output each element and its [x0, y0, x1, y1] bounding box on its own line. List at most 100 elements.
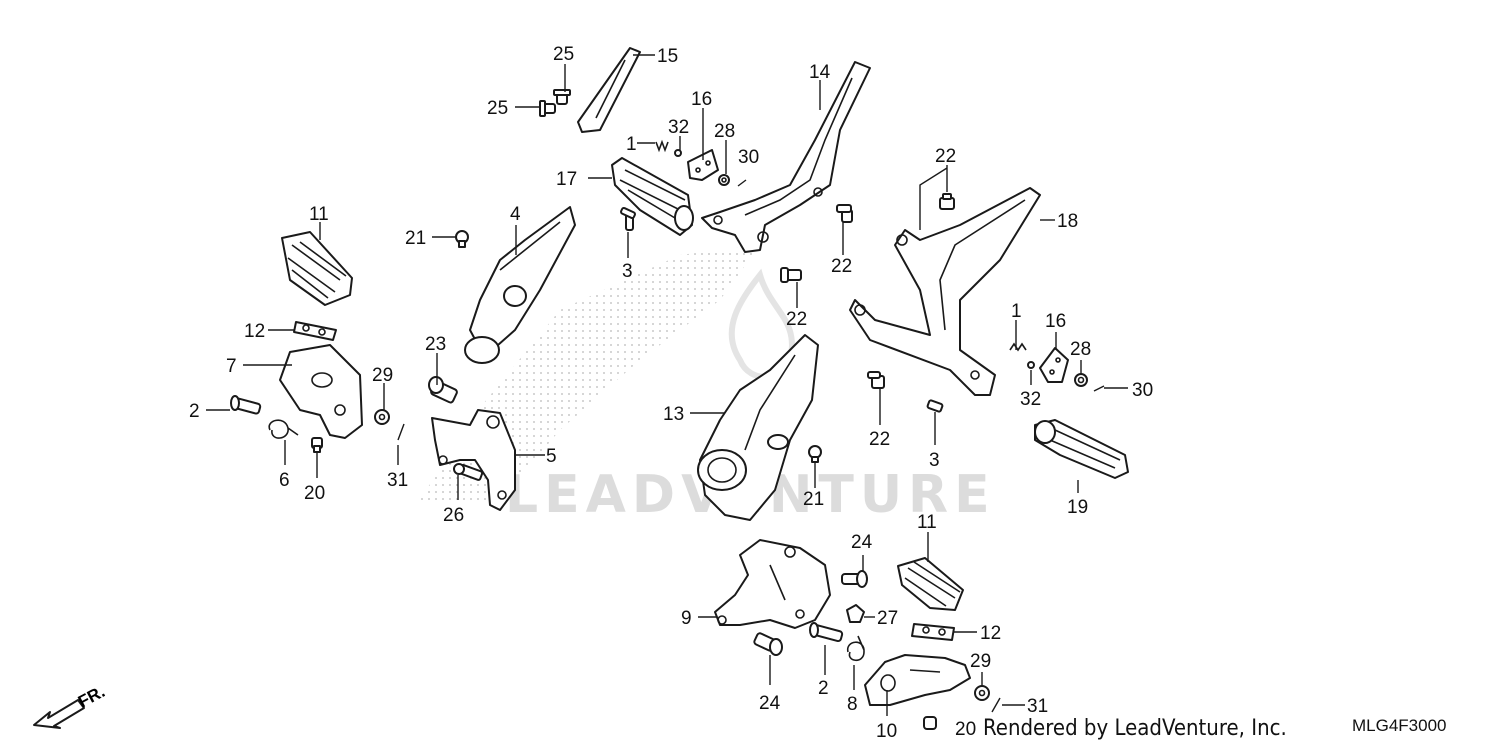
- callout-7[interactable]: 7: [226, 356, 237, 377]
- part-screw-21-upper[interactable]: [455, 230, 469, 248]
- callout-1-right[interactable]: 1: [1011, 301, 1022, 322]
- callout-16-upper[interactable]: 16: [691, 89, 712, 110]
- callout-24-upper[interactable]: 24: [851, 532, 873, 553]
- part-bracket-9[interactable]: [714, 539, 831, 629]
- part-ball-32-upper[interactable]: [674, 149, 682, 157]
- callout-1-upper[interactable]: 1: [626, 134, 637, 155]
- callout-28-upper[interactable]: 28: [714, 121, 735, 142]
- part-pin-31-left[interactable]: [397, 423, 405, 441]
- part-washer-28-right[interactable]: [1074, 373, 1088, 387]
- part-pin-30-upper[interactable]: [737, 179, 747, 187]
- callout-3-upper[interactable]: 3: [622, 261, 633, 282]
- callout-17[interactable]: 17: [556, 169, 577, 190]
- part-footpeg-10[interactable]: [864, 654, 971, 706]
- callout-23[interactable]: 23: [425, 334, 446, 355]
- callout-29-upper[interactable]: 29: [372, 365, 393, 386]
- part-plate-12-upper[interactable]: [293, 321, 337, 341]
- part-bolt-20-lower[interactable]: [923, 716, 937, 730]
- part-bolt-22-a[interactable]: [836, 204, 853, 223]
- part-pin-2-lower[interactable]: [809, 622, 844, 643]
- part-bolt-23[interactable]: [428, 376, 458, 404]
- part-footpeg-rubber-11-lower[interactable]: [897, 557, 964, 611]
- callout-4[interactable]: 4: [510, 204, 521, 225]
- part-spring-1-upper[interactable]: [655, 139, 669, 153]
- callout-31-lower[interactable]: 31: [1027, 696, 1048, 717]
- part-washer-28-upper[interactable]: [718, 174, 730, 186]
- callout-2-lower[interactable]: 2: [818, 678, 829, 699]
- callout-19[interactable]: 19: [1067, 497, 1088, 518]
- part-step-holder-14[interactable]: [701, 61, 871, 253]
- part-heel-guard-plate[interactable]: [577, 47, 641, 133]
- callout-11-lower[interactable]: 11: [917, 512, 937, 533]
- part-spring-6[interactable]: [268, 419, 299, 439]
- part-footpeg-rubber-11-upper[interactable]: [281, 231, 353, 306]
- part-footpeg-19[interactable]: [1034, 419, 1129, 479]
- callout-27[interactable]: 27: [877, 608, 898, 629]
- callout-13[interactable]: 13: [663, 404, 684, 425]
- part-screw-25-upper[interactable]: [553, 89, 571, 105]
- callout-32-right[interactable]: 32: [1020, 389, 1041, 410]
- part-plate-16-upper[interactable]: [687, 149, 719, 181]
- callout-12-upper[interactable]: 12: [244, 321, 265, 342]
- callout-29-lower[interactable]: 29: [970, 651, 991, 672]
- callout-32-upper[interactable]: 32: [668, 117, 689, 138]
- callout-9[interactable]: 9: [681, 608, 692, 629]
- callout-12-lower[interactable]: 12: [980, 623, 1001, 644]
- callout-21-lower[interactable]: 21: [803, 489, 824, 510]
- part-heel-guard-4[interactable]: [464, 206, 576, 364]
- part-plate-12-lower[interactable]: [911, 623, 955, 641]
- part-bolt-20-left[interactable]: [311, 437, 323, 453]
- callout-16-right[interactable]: 16: [1045, 311, 1066, 332]
- part-bolt-22-d[interactable]: [867, 371, 885, 389]
- part-washer-29-lower[interactable]: [974, 685, 990, 701]
- callout-25-lower[interactable]: 25: [487, 98, 508, 119]
- part-bolt-22-c[interactable]: [939, 193, 955, 210]
- part-step-holder-18[interactable]: [849, 187, 1041, 396]
- part-ball-32-right[interactable]: [1027, 361, 1035, 369]
- callout-22-left[interactable]: 22: [786, 309, 807, 330]
- callout-28-right[interactable]: 28: [1070, 339, 1091, 360]
- part-pin-31-lower[interactable]: [991, 697, 1001, 713]
- callout-6[interactable]: 6: [279, 470, 290, 491]
- part-screw-25-lower[interactable]: [539, 100, 556, 117]
- part-bolt-24-upper[interactable]: [841, 570, 868, 588]
- callout-10[interactable]: 10: [876, 721, 897, 742]
- callout-30-right[interactable]: 30: [1132, 380, 1153, 401]
- callout-22-top[interactable]: 22: [935, 146, 956, 167]
- callout-18[interactable]: 18: [1057, 211, 1078, 232]
- part-pin-30-right[interactable]: [1093, 385, 1105, 392]
- callout-22-mid[interactable]: 22: [831, 256, 852, 277]
- callout-30-upper[interactable]: 30: [738, 147, 759, 168]
- callout-20-left[interactable]: 20: [304, 483, 325, 504]
- callout-14[interactable]: 14: [809, 62, 831, 83]
- callout-24-lower[interactable]: 24: [759, 693, 781, 714]
- part-screw-21-lower[interactable]: [808, 445, 822, 463]
- part-pin-2-left[interactable]: [230, 395, 262, 415]
- callout-3-lower[interactable]: 3: [929, 450, 940, 471]
- part-washer-29-left[interactable]: [374, 409, 390, 425]
- callout-31-left[interactable]: 31: [387, 470, 408, 491]
- callout-26[interactable]: 26: [443, 505, 464, 526]
- part-footpeg-7[interactable]: [279, 344, 363, 439]
- callout-2-left[interactable]: 2: [189, 401, 200, 422]
- part-bolt-22-b[interactable]: [780, 267, 802, 283]
- callout-15[interactable]: 15: [657, 46, 678, 67]
- part-bolt-26[interactable]: [453, 463, 484, 481]
- part-pin-3-upper[interactable]: [620, 206, 636, 231]
- callout-21-upper[interactable]: 21: [405, 228, 426, 249]
- part-heel-guard-13[interactable]: [697, 334, 819, 521]
- callout-22-lower[interactable]: 22: [869, 429, 890, 450]
- part-spring-8[interactable]: [847, 635, 865, 662]
- callout-11-upper[interactable]: 11: [309, 204, 329, 225]
- part-bolt-24-lower[interactable]: [753, 632, 783, 656]
- callout-25-upper[interactable]: 25: [553, 44, 574, 65]
- part-footpeg-17[interactable]: [611, 157, 694, 236]
- callout-8[interactable]: 8: [847, 694, 858, 715]
- part-pin-3-lower[interactable]: [926, 399, 944, 413]
- callout-20-lower[interactable]: 20: [955, 719, 976, 740]
- part-bracket-5[interactable]: [431, 409, 516, 511]
- callout-5[interactable]: 5: [546, 446, 557, 467]
- part-nut-27[interactable]: [846, 604, 865, 623]
- part-spring-1-right[interactable]: [1009, 342, 1027, 352]
- part-plate-16-right[interactable]: [1039, 347, 1069, 383]
